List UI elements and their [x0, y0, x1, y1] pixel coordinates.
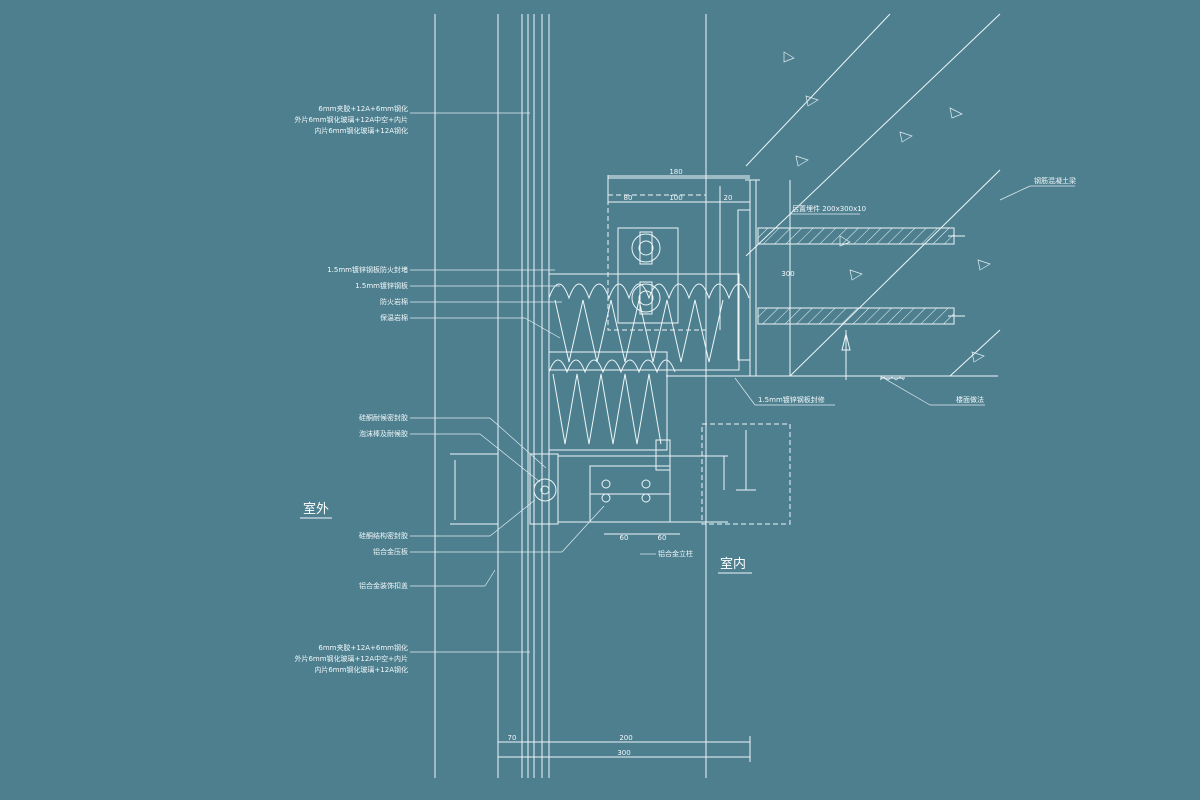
label-concrete-beam: 钢筋混凝土梁 [1034, 176, 1076, 185]
dim-bottom-c: 300 [617, 749, 630, 757]
label-embedded-plate: 后置埋件 200x300x10 [792, 204, 866, 213]
label-glass-top-3: 内片6mm钢化玻璃+12A钢化 [314, 126, 408, 135]
label-glass-top-2: 外片6mm钢化玻璃+12A中空+内片 [294, 115, 408, 124]
label-glass-top-1: 6mm夹胶+12A+6mm钢化 [318, 104, 408, 113]
label-outdoor: 室外 [303, 501, 329, 517]
bracket-assembly [607, 175, 791, 376]
rock-wool-insulation [548, 273, 790, 451]
dim-right: 300 [781, 270, 794, 278]
label-sealant-top: 硅酮耐候密封胶 [359, 413, 408, 422]
label-glass-bottom-1: 6mm夹胶+12A+6mm钢化 [318, 643, 408, 652]
label-fire-board: 1.5mm镀锌钢板防火封堵 [327, 265, 408, 274]
dim-bottom-b: 200 [619, 734, 632, 742]
annotations: 6mm夹胶+12A+6mm钢化 外片6mm钢化玻璃+12A中空+内片 内片6mm… [294, 104, 1076, 757]
label-floor-finish: 楼面做法 [956, 395, 984, 404]
dim-top-b: 100 [669, 194, 682, 202]
concrete-slab [690, 13, 1001, 381]
label-aluminum-mullion: 铝合金立柱 [658, 549, 693, 558]
dim-mull-a: 60 [620, 534, 629, 542]
label-foam-rod: 泡沫棒及耐候胶 [359, 429, 408, 438]
label-insulation: 保温岩棉 [380, 313, 408, 322]
label-glass-bottom-3: 内片6mm钢化玻璃+12A钢化 [314, 665, 408, 674]
dim-mull-b: 60 [658, 534, 667, 542]
dim-top-a: 80 [624, 194, 633, 202]
dimension-lines [497, 175, 751, 762]
label-pressure-plate: 铝合金压板 [373, 547, 408, 556]
label-steel-plate: 1.5mm镀锌钢板 [355, 281, 408, 290]
label-sealant-bottom: 硅酮结构密封胶 [359, 531, 408, 540]
dim-top-c: 20 [724, 194, 733, 202]
anchor-bolts [737, 209, 965, 380]
label-glass-bottom-2: 外片6mm钢化玻璃+12A中空+内片 [294, 654, 408, 663]
dim-bottom-a: 70 [508, 734, 517, 742]
glass-panel-lines [434, 14, 707, 778]
dim-top-width: 180 [669, 168, 682, 176]
leader-lines [410, 112, 1075, 653]
label-aluminum-cover: 铝合金装饰扣盖 [359, 581, 408, 590]
aluminum-mullion-section [450, 423, 791, 535]
label-galv-plate: 1.5mm镀锌钢板封修 [758, 395, 825, 404]
label-indoor: 室内 [720, 556, 746, 572]
label-rock-wool: 防火岩棉 [380, 297, 408, 306]
